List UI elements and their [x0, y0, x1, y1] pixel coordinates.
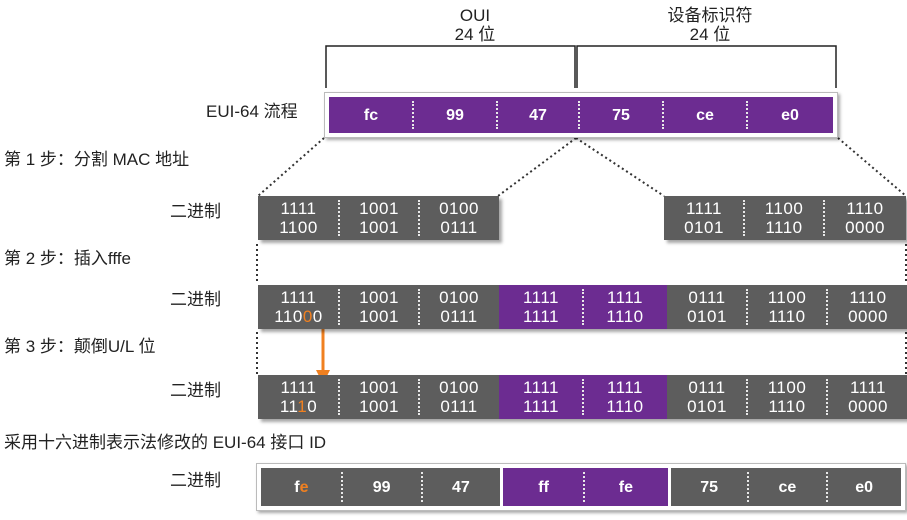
binary-label: 二进制 — [170, 290, 221, 309]
oui-title: OUI — [459, 6, 491, 25]
device-id-header: 设备标识符 24 位 — [650, 6, 770, 44]
binary-octet: 1111 11000 — [258, 285, 339, 329]
flipped-hex-digit: e — [299, 478, 309, 496]
binary-label: 二进制 — [170, 202, 221, 221]
step2-title: 第 2 步：插入fffe — [4, 249, 131, 268]
hex-octet: 99 — [340, 468, 422, 506]
hex-octet-ff: ff — [500, 468, 584, 506]
final-interface-id-box: fe 99 47 ff fe 75 ce e0 — [256, 463, 906, 511]
step3-title: 第 3 步：颠倒U/L 位 — [4, 337, 156, 356]
binary-octet: 1111 1110 — [258, 375, 339, 419]
oui-header: OUI 24 位 — [430, 6, 520, 44]
device-id-title: 设备标识符 — [667, 6, 753, 25]
step1-title: 第 1 步：分割 MAC 地址 — [4, 150, 190, 169]
ul-bit-original: 0 — [302, 307, 313, 326]
mac-octet: 75 — [578, 97, 663, 133]
device-id-bits: 24 位 — [689, 25, 731, 44]
eui64-mac-box: fc 99 47 75 ce e0 — [324, 92, 838, 138]
binary-label: 二进制 — [170, 471, 221, 490]
oui-bits: 24 位 — [454, 25, 496, 44]
hex-octet-fe: fe — [583, 468, 668, 506]
mac-octet: fc — [329, 97, 413, 133]
mac-octet: ce — [662, 97, 747, 133]
hex-octet: 47 — [420, 468, 501, 506]
final-title: 采用十六进制表示法修改的 EUI-64 接口 ID — [4, 433, 327, 452]
eui64-label: EUI-64 流程 — [206, 102, 298, 121]
hex-octet: e0 — [826, 468, 902, 506]
binary-label: 二进制 — [170, 381, 221, 400]
hex-octet: 75 — [667, 468, 748, 506]
mac-octet: 47 — [496, 97, 579, 133]
hex-octet: ce — [746, 468, 828, 506]
hex-octet: fe — [261, 468, 342, 506]
mac-octet: e0 — [746, 97, 833, 133]
ul-bit-flipped: 1 — [297, 397, 308, 416]
mac-octet: 99 — [412, 97, 497, 133]
